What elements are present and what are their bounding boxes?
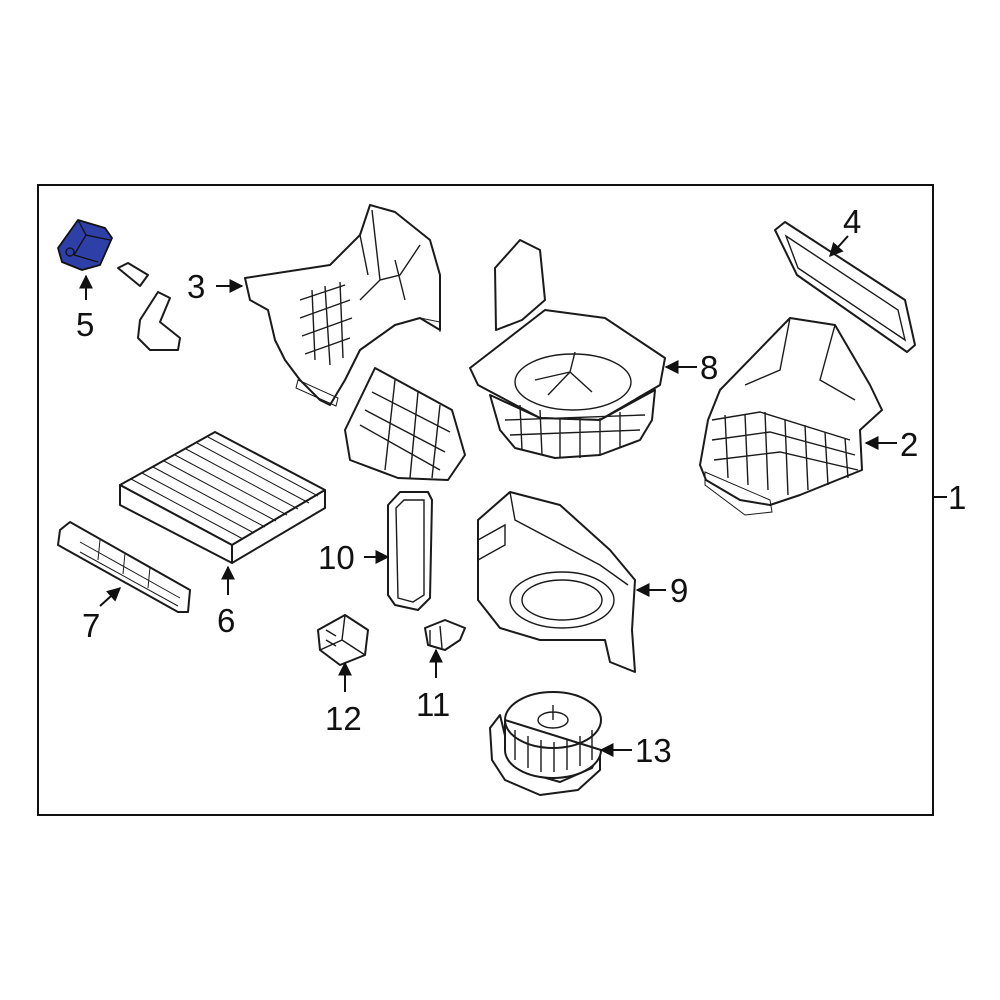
callout-11: 11 bbox=[416, 686, 450, 723]
part-4-gasket[interactable] bbox=[774, 221, 916, 353]
part-3-ribs bbox=[299, 209, 421, 366]
callout-1: 1 bbox=[948, 479, 966, 516]
callout-7: 7 bbox=[82, 607, 100, 644]
part-5-detail bbox=[65, 219, 111, 263]
clip-parts[interactable] bbox=[117, 262, 181, 351]
part-10-inner bbox=[395, 499, 425, 603]
part-9-edge bbox=[477, 491, 629, 586]
part-8-fan-blades bbox=[534, 351, 593, 396]
diagram-border bbox=[37, 184, 934, 816]
part-7-panel[interactable] bbox=[57, 521, 191, 613]
part-4-inner bbox=[784, 234, 907, 342]
part-3-mount-tabs bbox=[295, 317, 441, 407]
part-5-highlighted[interactable] bbox=[57, 219, 113, 271]
leader-4 bbox=[829, 235, 849, 258]
part-12-module[interactable] bbox=[317, 614, 369, 666]
callout-labels: 5 3 4 8 2 1 6 7 10 9 12 11 13 bbox=[76, 203, 966, 769]
part-13-blades bbox=[514, 730, 593, 772]
part-9-lower-housing[interactable] bbox=[477, 491, 636, 673]
part-10-seal[interactable] bbox=[387, 491, 433, 611]
duct-adapter bbox=[137, 291, 181, 351]
part-9-outline bbox=[477, 491, 636, 673]
core-outline bbox=[344, 367, 466, 481]
part-2-base bbox=[704, 471, 773, 516]
part-8-grille bbox=[504, 404, 646, 458]
callout-4: 4 bbox=[843, 203, 861, 240]
part-6-front bbox=[231, 489, 326, 564]
part-9-ring bbox=[509, 571, 615, 629]
callout-3: 3 bbox=[187, 268, 205, 305]
callout-5: 5 bbox=[76, 306, 94, 343]
core-unit[interactable] bbox=[344, 367, 466, 481]
part-6-cabin-filter[interactable] bbox=[119, 431, 326, 564]
part-5-body bbox=[57, 219, 113, 271]
callout-13: 13 bbox=[635, 732, 672, 769]
part-2-housing[interactable] bbox=[699, 317, 883, 516]
part-8-blower-upper[interactable] bbox=[469, 239, 666, 459]
part-11-body bbox=[424, 619, 466, 651]
part-8-fan-ring bbox=[514, 353, 632, 411]
part-13-hub bbox=[537, 705, 569, 729]
part-3-outline bbox=[244, 204, 441, 406]
part-13-wheel bbox=[504, 691, 602, 779]
small-clip bbox=[117, 262, 149, 287]
part-13-blower-motor[interactable] bbox=[489, 691, 602, 796]
callout-6: 6 bbox=[217, 602, 235, 639]
part-6-pleats bbox=[130, 436, 319, 540]
part-8-top-bracket bbox=[494, 239, 546, 331]
callout-8: 8 bbox=[700, 349, 718, 386]
callout-12: 12 bbox=[325, 700, 362, 737]
part-12-detail bbox=[319, 614, 366, 656]
part-2-outline bbox=[699, 317, 883, 506]
core-ribs bbox=[359, 379, 451, 479]
part-3-upper-case[interactable] bbox=[244, 204, 441, 407]
callout-9: 9 bbox=[670, 572, 688, 609]
callout-2: 2 bbox=[900, 426, 918, 463]
part-2-grille bbox=[711, 317, 859, 496]
part-4-outer bbox=[774, 221, 916, 353]
part-7-slots bbox=[79, 539, 181, 607]
leader-7 bbox=[99, 587, 122, 607]
callout-10: 10 bbox=[318, 539, 355, 576]
part-11-sensor[interactable] bbox=[424, 619, 466, 651]
leader-lines bbox=[79, 235, 947, 757]
part-11-detail bbox=[429, 625, 443, 649]
part-10-outer bbox=[387, 491, 433, 611]
